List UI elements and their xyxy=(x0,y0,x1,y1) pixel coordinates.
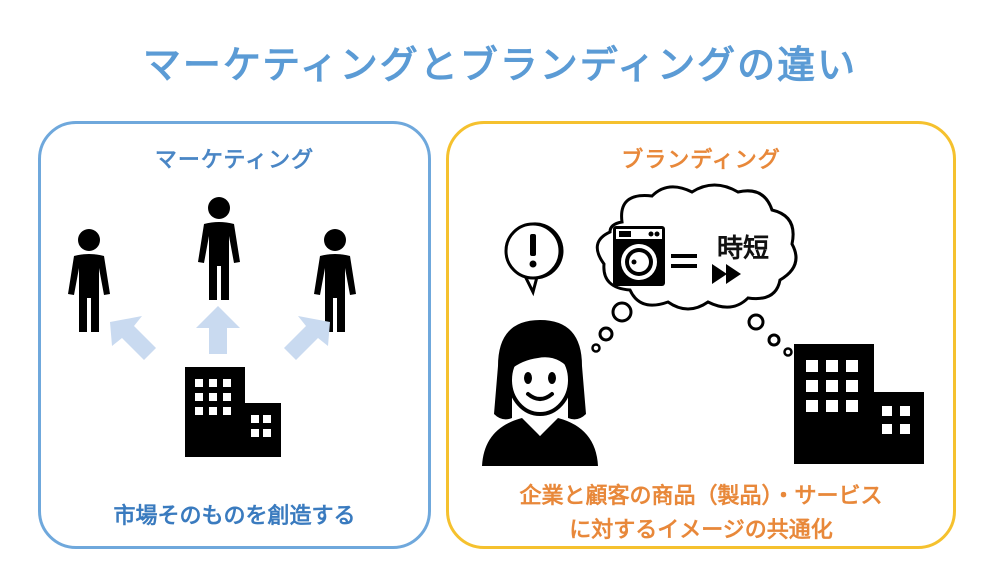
marketing-caption: 市場そのものを創造する xyxy=(113,504,356,529)
time-saving-label: 時短 xyxy=(717,234,770,264)
branding-caption: 企業と顧客の商品（製品）・サービス に対するイメージの共通化 xyxy=(449,480,953,548)
exclamation-bubble-icon xyxy=(504,222,564,297)
marketing-panel: マーケティング 市場そのものを創造する xyxy=(38,121,431,549)
branding-heading: ブランディング xyxy=(621,148,781,173)
arrow-up-icon xyxy=(196,306,240,354)
branding-caption-line1: 企業と顧客の商品（製品）・サービス xyxy=(519,484,883,509)
person-icon-left xyxy=(68,229,110,332)
equals-icon xyxy=(671,254,697,268)
branding-panel: ブランディング 企業と顧客の商品（製品）・サービス に対するイメージの共通化 xyxy=(446,121,956,549)
arrow-up-left-icon xyxy=(110,316,156,360)
building-icon-small xyxy=(185,367,281,457)
fast-forward-icon xyxy=(712,264,741,284)
building-icon-large xyxy=(794,344,924,464)
person-icon-right xyxy=(314,229,356,332)
branding-caption-line2: に対するイメージの共通化 xyxy=(569,518,833,543)
marketing-heading: マーケティング xyxy=(154,148,315,173)
arrow-up-right-icon xyxy=(284,316,330,360)
washing-machine-icon xyxy=(613,226,665,286)
woman-avatar-icon xyxy=(482,320,598,466)
page-title: マーケティングとブランディングの違い xyxy=(142,43,858,87)
thought-dots-right xyxy=(747,313,793,357)
person-icon-center xyxy=(198,197,240,300)
